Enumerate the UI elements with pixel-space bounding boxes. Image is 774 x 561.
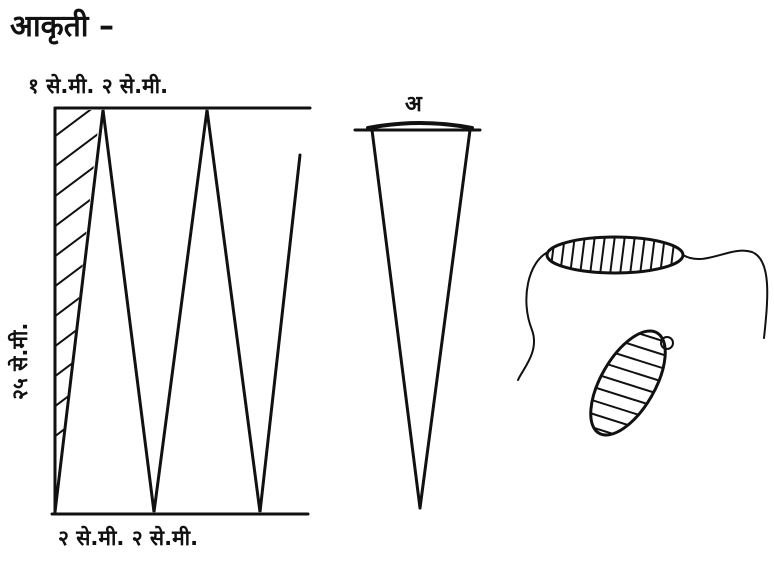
cone-rim-edge [366, 121, 474, 130]
zigzag-cut-lines [53, 109, 302, 514]
bead-hole [660, 336, 674, 350]
shaded-triangle [55, 110, 100, 441]
top-dimension-label: १ से.मी. २ से.मी. [28, 74, 169, 98]
strip-diagram [50, 106, 312, 516]
bead-on-thread [517, 235, 769, 381]
cone-left-side [370, 128, 422, 510]
thread [682, 249, 769, 339]
bottom-dimension-label: २ से.मी. २ से.मी. [58, 526, 199, 550]
cone-label: अ [405, 92, 422, 117]
loose-bead [575, 319, 681, 445]
cone-right-side [418, 128, 472, 510]
figure-heading: आकृती – [10, 9, 115, 44]
paper-cone [353, 121, 482, 510]
thread [517, 251, 549, 381]
